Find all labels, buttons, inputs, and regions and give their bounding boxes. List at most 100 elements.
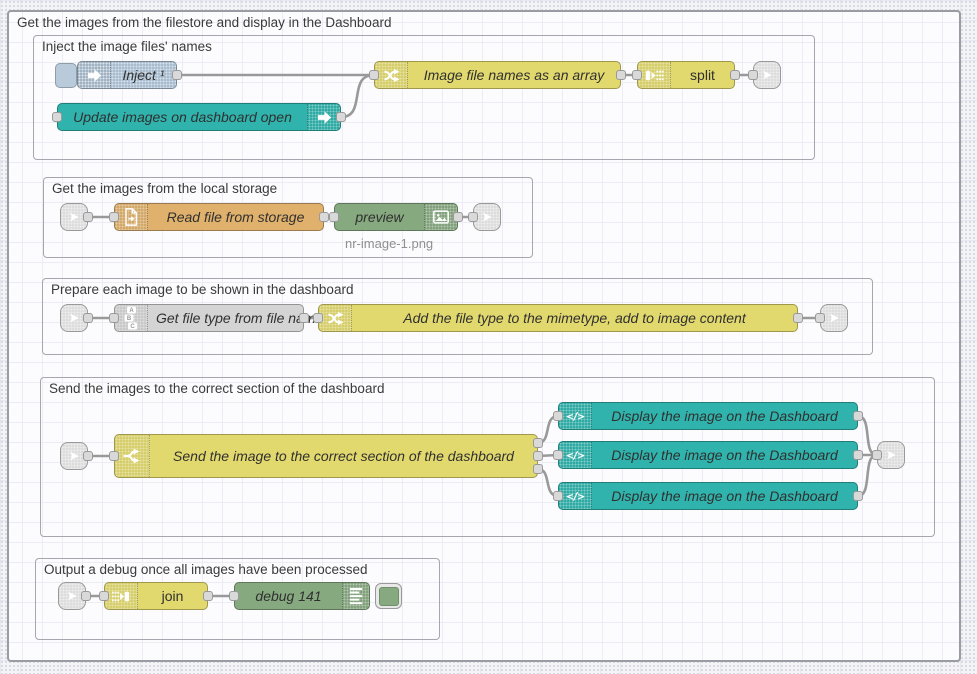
- input-port[interactable]: [52, 112, 62, 122]
- link-in-icon: [69, 313, 79, 323]
- dashboard-event-arrow-icon: [307, 104, 340, 130]
- group-label: Get the images from the filestore and di…: [17, 15, 392, 30]
- code-icon: </>: [559, 403, 592, 429]
- debug-node[interactable]: debug 141: [234, 582, 370, 610]
- svg-text:B: B: [127, 316, 132, 322]
- switch-fork-icon: [115, 435, 150, 477]
- output-port[interactable]: [203, 591, 213, 601]
- output-port[interactable]: [853, 491, 863, 501]
- input-port[interactable]: [99, 591, 109, 601]
- node-label: Image file names as an array: [423, 67, 605, 83]
- change-node[interactable]: Add the file type to the mimetype, add t…: [318, 304, 798, 332]
- shuffle-icon: [319, 305, 352, 331]
- input-port[interactable]: [553, 411, 563, 421]
- output-port[interactable]: [730, 70, 740, 80]
- input-port[interactable]: [109, 313, 119, 323]
- split-node[interactable]: split: [637, 61, 735, 89]
- group-prepare-image[interactable]: Prepare each image to be shown in the da…: [42, 278, 873, 355]
- input-port[interactable]: [632, 70, 642, 80]
- output-port[interactable]: [853, 411, 863, 421]
- input-port[interactable]: [468, 212, 478, 222]
- ui-template-node[interactable]: </> Display the image on the Dashboard: [558, 441, 858, 469]
- string-node[interactable]: A B C Get file type from file name: [114, 304, 323, 332]
- change-node[interactable]: Image file names as an array: [374, 61, 621, 89]
- output-port[interactable]: [172, 70, 182, 80]
- output-port-2[interactable]: [533, 451, 543, 461]
- output-port[interactable]: [83, 451, 93, 461]
- svg-text:C: C: [130, 324, 135, 330]
- output-port-1[interactable]: [533, 438, 543, 448]
- node-label: Display the image on the Dashboard: [611, 408, 838, 424]
- inject-trigger-button[interactable]: [55, 63, 77, 88]
- code-icon: </>: [559, 483, 592, 509]
- node-label: join: [161, 588, 184, 604]
- image-preview-node[interactable]: preview: [334, 203, 458, 231]
- input-port[interactable]: [369, 70, 379, 80]
- node-label: preview: [355, 209, 404, 225]
- group-label: Get the images from the local storage: [52, 181, 278, 196]
- group-send-images[interactable]: Send the images to the correct section o…: [40, 377, 935, 537]
- group-label: Prepare each image to be shown in the da…: [51, 282, 354, 297]
- node-label: Display the image on the Dashboard: [611, 447, 838, 463]
- input-port[interactable]: [109, 212, 119, 222]
- output-port-3[interactable]: [533, 464, 543, 474]
- output-port[interactable]: [793, 313, 803, 323]
- input-port[interactable]: [748, 70, 758, 80]
- output-port[interactable]: [83, 313, 93, 323]
- inject-node[interactable]: Inject ¹: [77, 61, 177, 89]
- group-output-debug[interactable]: Output a debug once all images have been…: [35, 558, 440, 640]
- debug-toggle-indicator: [378, 586, 399, 606]
- node-status-text: nr-image-1.png: [345, 236, 434, 251]
- output-port[interactable]: [319, 212, 329, 222]
- file-icon: [115, 204, 148, 230]
- node-label: Inject ¹: [122, 67, 165, 83]
- link-in-icon: [69, 451, 79, 461]
- input-port[interactable]: [329, 212, 339, 222]
- output-port[interactable]: [336, 112, 346, 122]
- link-out-icon: [482, 212, 492, 222]
- switch-node[interactable]: Send the image to the correct section of…: [114, 434, 538, 478]
- group-local-storage[interactable]: Get the images from the local storage: [43, 177, 533, 258]
- wire[interactable]: [339, 73, 376, 119]
- output-port[interactable]: [453, 212, 463, 222]
- image-icon: [424, 204, 457, 230]
- group-inject-names[interactable]: Inject the image files' names: [33, 35, 815, 160]
- link-out-node[interactable]: [473, 203, 501, 231]
- link-in-node[interactable]: [60, 304, 88, 332]
- output-port[interactable]: [853, 450, 863, 460]
- node-label: Get file type from file name: [156, 310, 324, 326]
- debug-list-icon: [342, 583, 369, 609]
- code-icon: </>: [559, 442, 592, 468]
- link-in-icon: [69, 212, 79, 222]
- output-port[interactable]: [616, 70, 626, 80]
- link-out-icon: [886, 450, 896, 460]
- node-label: split: [690, 67, 715, 83]
- input-port[interactable]: [313, 313, 323, 323]
- node-label: Display the image on the Dashboard: [611, 488, 838, 504]
- wire[interactable]: [856, 453, 879, 498]
- ui-template-node[interactable]: </> Display the image on the Dashboard: [558, 482, 858, 510]
- input-port[interactable]: [872, 450, 882, 460]
- debug-enable-toggle[interactable]: [375, 583, 402, 609]
- input-port[interactable]: [815, 313, 825, 323]
- link-out-icon: [829, 313, 839, 323]
- input-port[interactable]: [229, 591, 239, 601]
- output-port[interactable]: [299, 313, 309, 323]
- file-in-node[interactable]: Read file from storage: [114, 203, 324, 231]
- ui-event-node[interactable]: Update images on dashboard open: [57, 103, 341, 131]
- input-port[interactable]: [553, 491, 563, 501]
- join-node[interactable]: join: [104, 582, 208, 610]
- node-label: debug 141: [255, 588, 322, 604]
- input-port[interactable]: [553, 450, 563, 460]
- svg-text:A: A: [129, 308, 134, 314]
- node-label: Read file from storage: [166, 209, 305, 225]
- input-port[interactable]: [109, 451, 119, 461]
- ui-template-node[interactable]: </> Display the image on the Dashboard: [558, 402, 858, 430]
- output-port[interactable]: [83, 212, 93, 222]
- abc-letters-icon: A B C: [115, 305, 148, 331]
- node-label: Add the file type to the mimetype, add t…: [403, 310, 746, 326]
- output-port[interactable]: [81, 591, 91, 601]
- node-label: Update images on dashboard open: [73, 109, 292, 125]
